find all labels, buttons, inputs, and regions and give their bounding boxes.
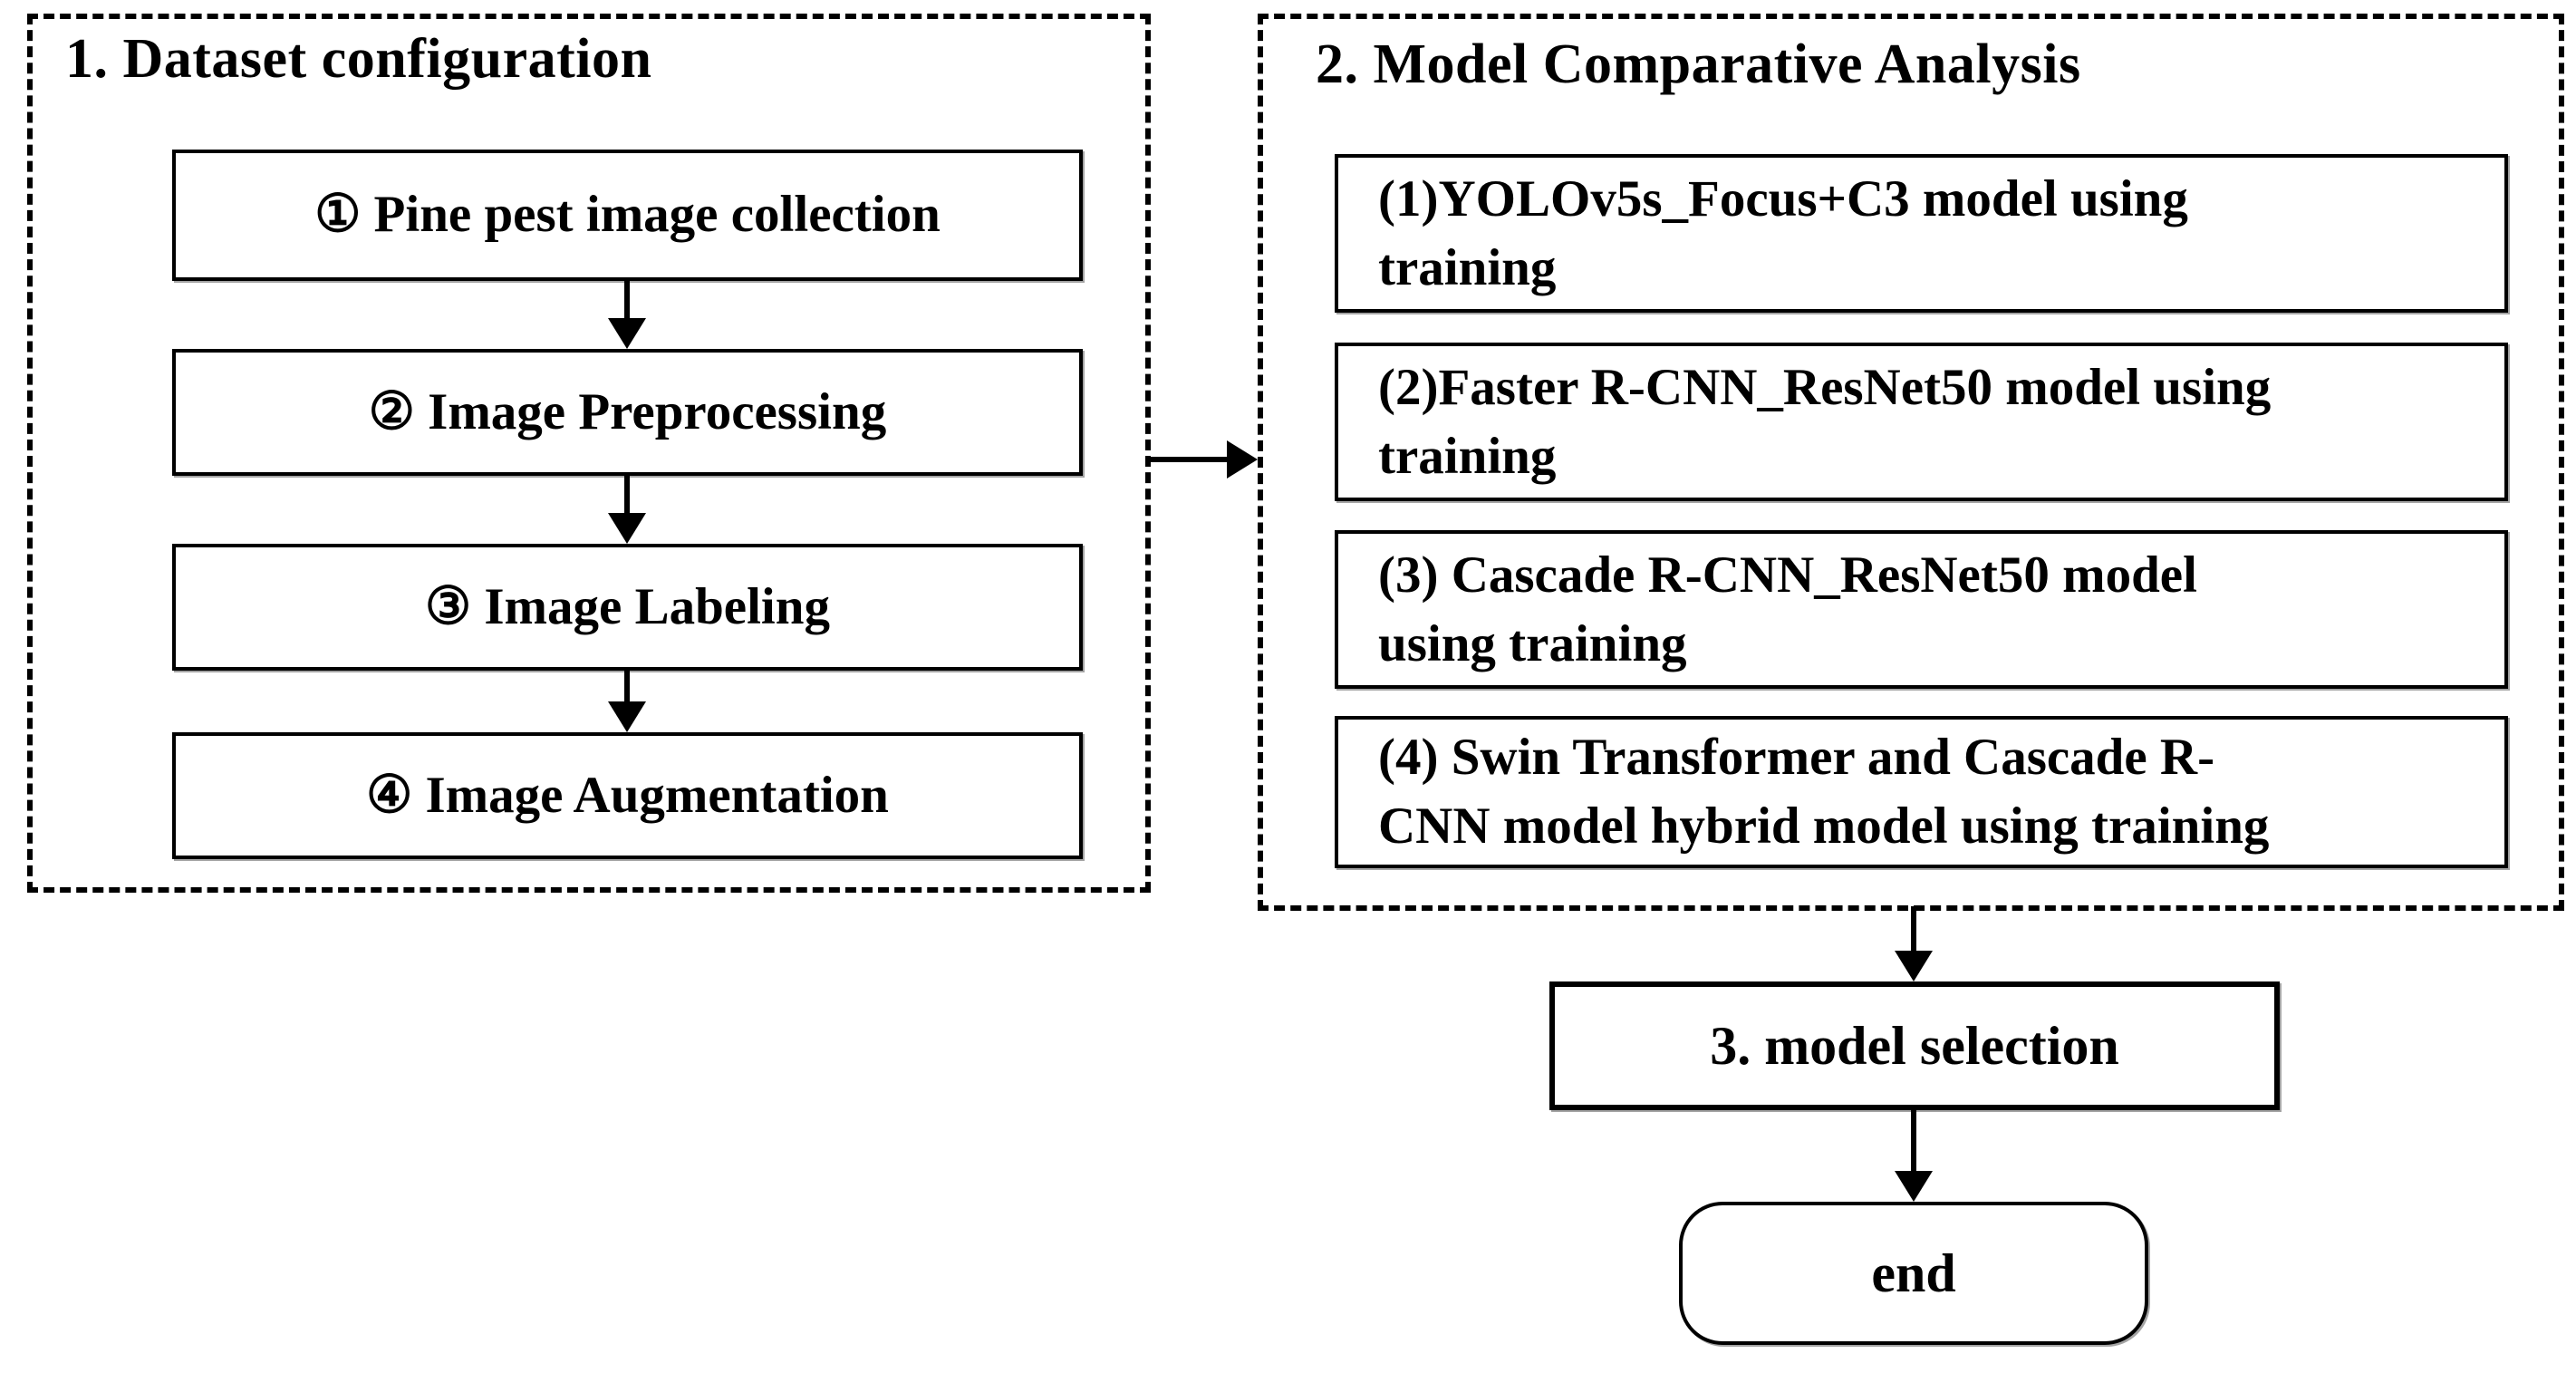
step-box-pine-pest-image-collection: ① Pine pest image collection [172, 150, 1083, 281]
model-box-swin-transformer-cascade-rcnn: (4) Swin Transformer and Cascade R- CNN … [1335, 716, 2508, 868]
arrow-right-connector [1151, 457, 1229, 462]
models-panel-title: 2. Model Comparative Analysis [1316, 34, 2081, 95]
model-box-faster-rcnn-resnet50: (2)Faster R-CNN_ResNet50 model using tra… [1335, 343, 2508, 501]
arrow-down-connector [624, 671, 630, 703]
model-box-cascade-rcnn-resnet50: (3) Cascade R-CNN_ResNet50 model using t… [1335, 530, 2508, 689]
arrow-down-connector [624, 476, 630, 515]
step-box-image-augmentation: ④ Image Augmentation [172, 732, 1083, 859]
arrow-down-connector [1911, 1110, 1916, 1173]
end-terminal-box: end [1679, 1202, 2148, 1345]
arrow-down-connector [624, 281, 630, 320]
model-box-yolov5s-focus-c3: (1)YOLOv5s_Focus+C3 model using training [1335, 154, 2508, 313]
dataset-configuration-panel [27, 14, 1151, 893]
step-box-image-labeling: ③ Image Labeling [172, 544, 1083, 671]
arrow-down-connector [1911, 906, 1916, 952]
model-selection-box: 3. model selection [1549, 981, 2280, 1110]
step-box-image-preprocessing: ② Image Preprocessing [172, 349, 1083, 476]
dataset-panel-title: 1. Dataset configuration [65, 28, 652, 90]
